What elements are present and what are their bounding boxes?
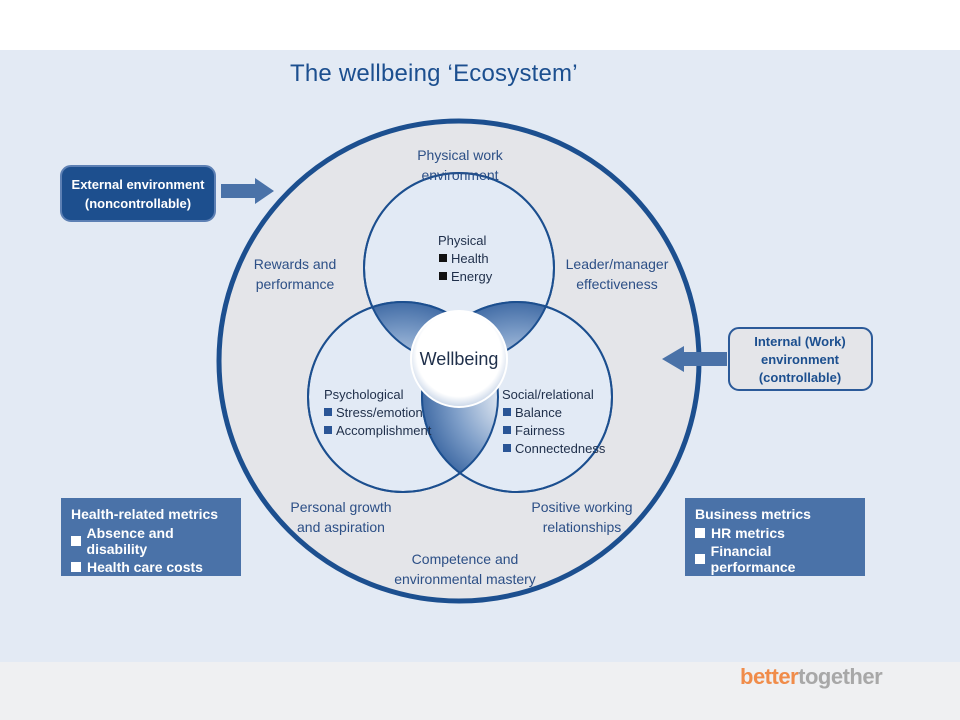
social-title: Social/relational xyxy=(502,387,594,402)
psych-item-stress: Stress/emotion xyxy=(336,405,423,420)
social-bullet-1 xyxy=(503,408,511,416)
internal-env-box xyxy=(728,327,873,391)
psych-bullet-1 xyxy=(324,408,332,416)
diagram-title: The wellbeing ‘Ecosystem’ xyxy=(290,60,578,87)
health-metrics-box: Health-related metrics Absence and disab… xyxy=(61,498,241,576)
personal-growth-line1: Personal growth xyxy=(290,499,391,515)
leader-line2: effectiveness xyxy=(576,276,657,292)
social-bullet-2 xyxy=(503,426,511,434)
external-arrow xyxy=(221,178,274,204)
business-metric-item: Financial performance xyxy=(695,543,855,575)
competence-line2: environmental mastery xyxy=(394,571,536,587)
health-metric-item: Health care costs xyxy=(71,559,231,575)
psychological-title: Psychological xyxy=(324,387,404,402)
social-bullet-3 xyxy=(503,444,511,452)
physical-item-energy: Energy xyxy=(451,269,493,284)
external-env-box xyxy=(60,165,216,222)
social-item-connectedness: Connectedness xyxy=(515,441,606,456)
wellbeing-label: Wellbeing xyxy=(420,349,499,369)
internal-arrow xyxy=(662,346,727,372)
bettertogether-logo: bettertogether xyxy=(740,664,883,690)
internal-line2: environment xyxy=(761,352,840,367)
footer-band xyxy=(0,662,960,720)
logo-together: together xyxy=(798,664,883,689)
physical-bullet-1 xyxy=(439,254,447,262)
bullet-square xyxy=(71,562,81,572)
social-item-balance: Balance xyxy=(515,405,562,420)
health-metric-absence: Absence and disability xyxy=(86,525,174,557)
internal-line3: (controllable) xyxy=(759,370,841,385)
external-line2: (noncontrollable) xyxy=(85,196,191,211)
positive-working-line1: Positive working xyxy=(531,499,632,515)
internal-line1: Internal (Work) xyxy=(754,334,846,349)
psych-bullet-2 xyxy=(324,426,332,434)
business-metric-hr: HR metrics xyxy=(711,525,785,541)
wellbeing-center xyxy=(410,310,508,408)
competence-line1: Competence and xyxy=(412,551,519,567)
leader-line1: Leader/manager xyxy=(566,256,669,272)
bullet-square xyxy=(695,554,705,564)
rewards-line1: Rewards and xyxy=(254,256,337,272)
positive-working-line2: relationships xyxy=(543,519,622,535)
personal-growth-line2: and aspiration xyxy=(297,519,385,535)
physical-title: Physical xyxy=(438,233,487,248)
bullet-square xyxy=(71,536,81,546)
rewards-line2: performance xyxy=(256,276,335,292)
physical-work-env-line1: Physical work xyxy=(417,147,504,163)
physical-work-env-line2: environment xyxy=(421,167,498,183)
psych-item-accomplishment: Accomplishment xyxy=(336,423,432,438)
social-item-fairness: Fairness xyxy=(515,423,565,438)
business-metric-financial: Financial performance xyxy=(710,543,796,575)
physical-bullet-2 xyxy=(439,272,447,280)
business-metrics-box: Business metrics HR metrics Financial pe… xyxy=(685,498,865,576)
business-metrics-title: Business metrics xyxy=(695,506,811,522)
physical-item-health: Health xyxy=(451,251,489,266)
health-metric-item: Absence and disability xyxy=(71,525,231,557)
external-line1: External environment xyxy=(72,177,206,192)
health-metrics-title: Health-related metrics xyxy=(71,506,219,522)
bullet-square xyxy=(695,528,705,538)
health-metric-costs: Health care costs xyxy=(87,559,203,575)
business-metric-item: HR metrics xyxy=(695,525,855,541)
logo-better: better xyxy=(740,664,799,689)
